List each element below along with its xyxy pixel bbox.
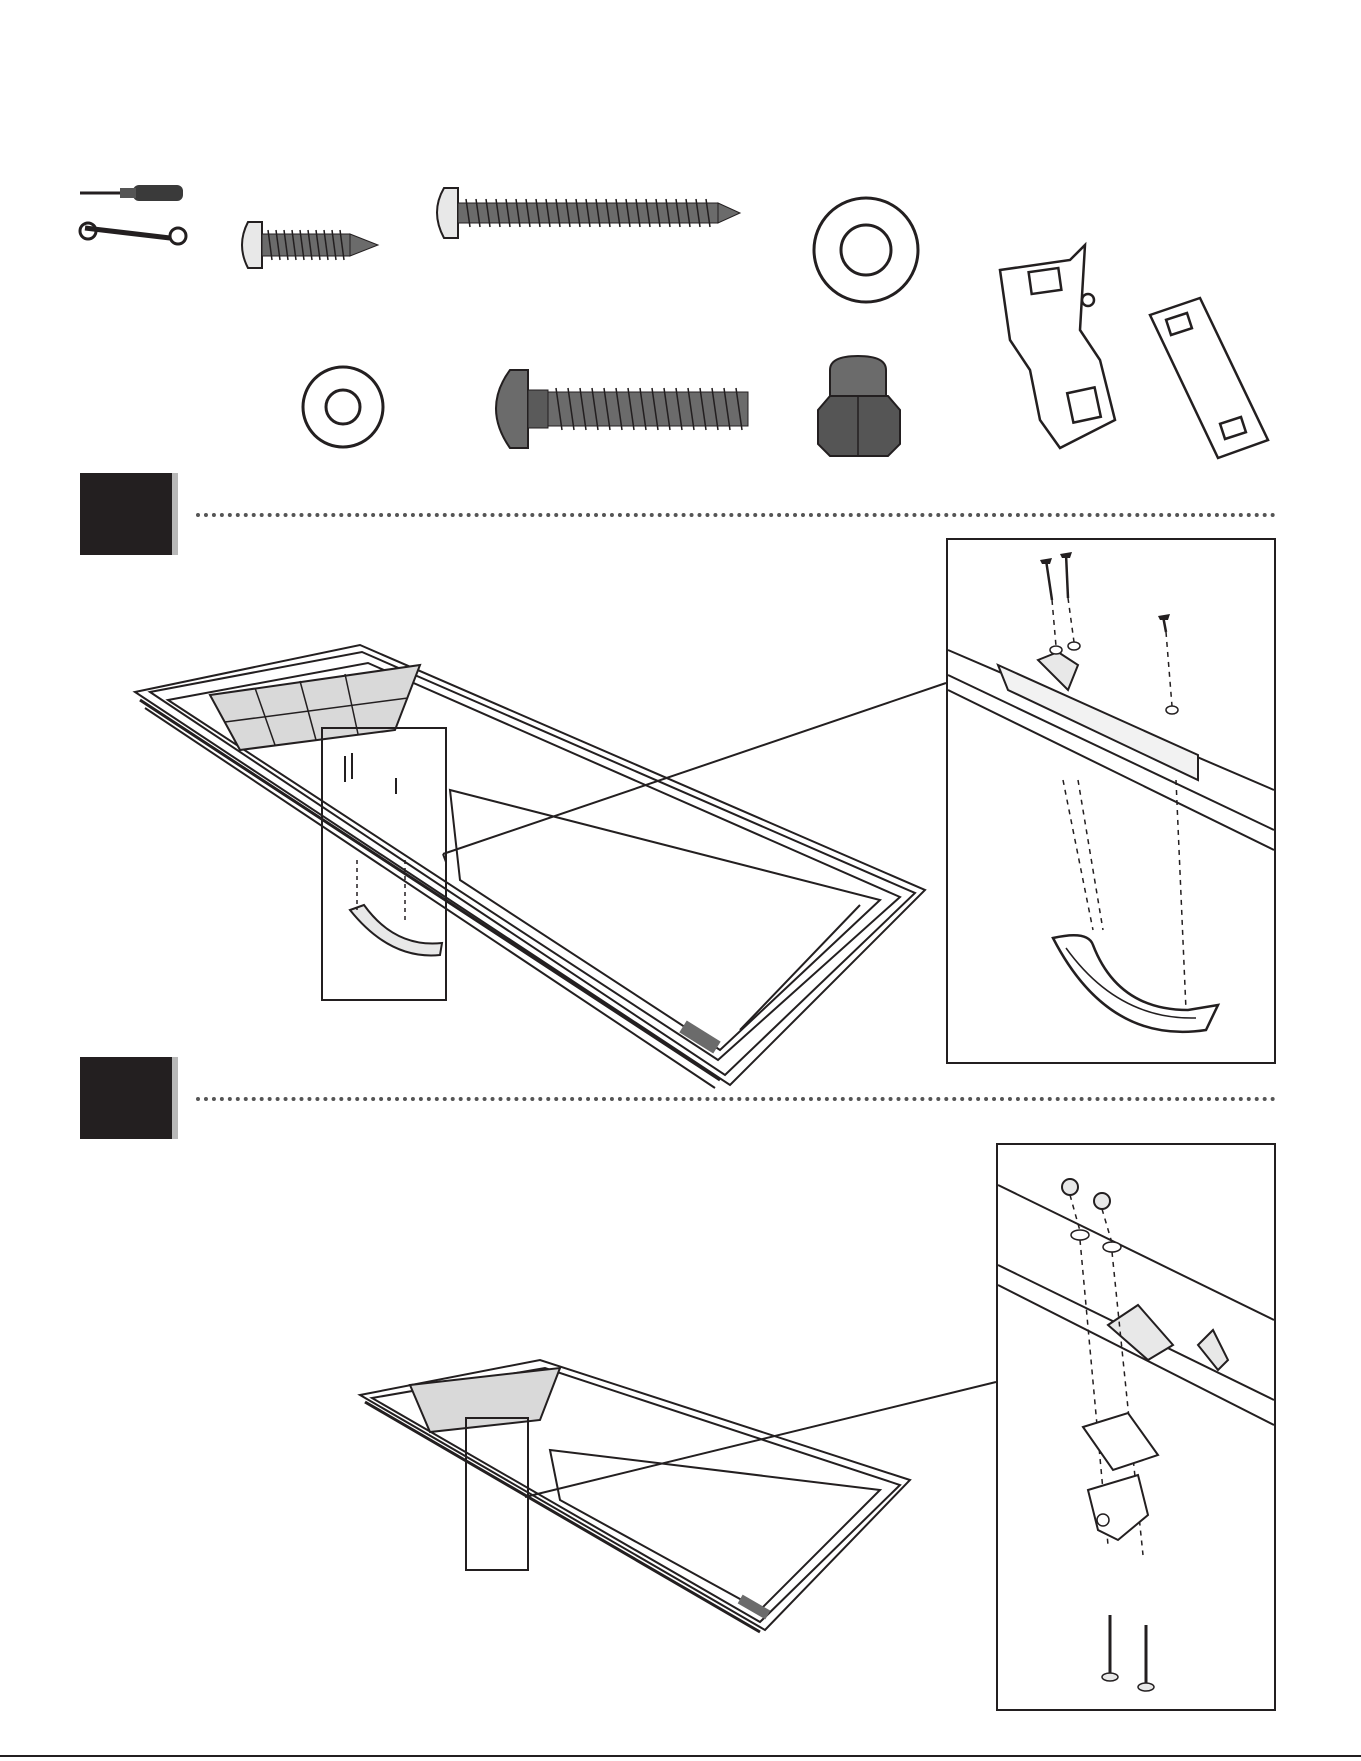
footer-rule — [0, 1755, 1361, 1757]
step-2-detail-box — [996, 1143, 1276, 1711]
step-2-detail-illustration — [998, 1145, 1274, 1709]
